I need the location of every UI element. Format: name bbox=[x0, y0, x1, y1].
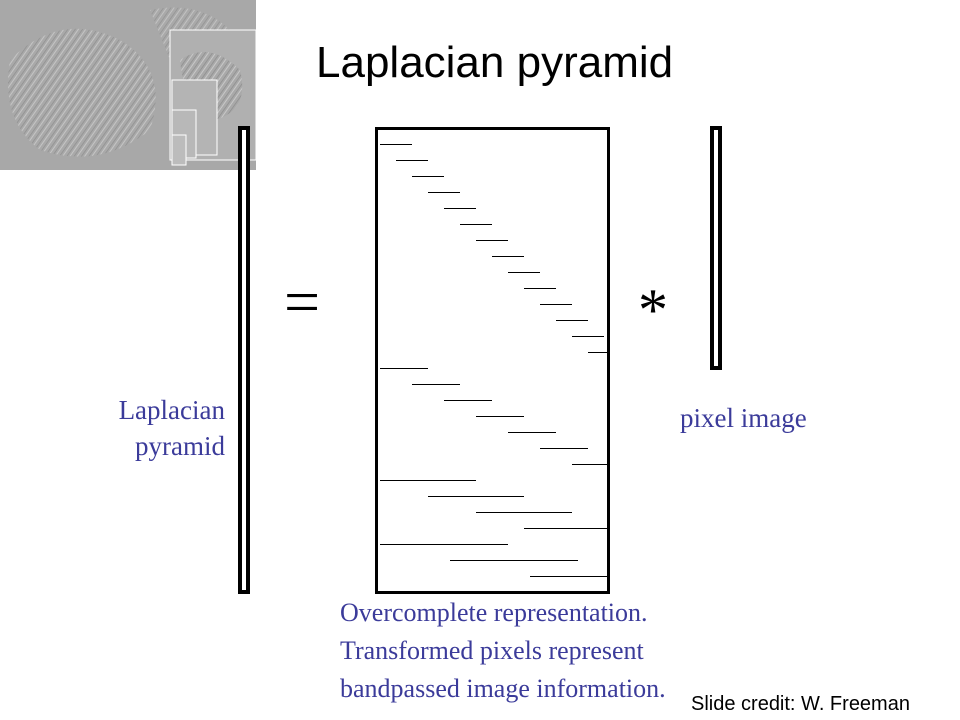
laplacian-pyramid-vector bbox=[238, 126, 250, 594]
matrix-filter-row bbox=[556, 320, 588, 321]
matrix-filter-row bbox=[476, 512, 572, 513]
matrix-filter-row bbox=[588, 352, 607, 353]
matrix-filter-row bbox=[412, 176, 444, 177]
thumbnail-layer bbox=[171, 134, 187, 166]
matrix-filter-row bbox=[428, 496, 524, 497]
matrix-filter-row bbox=[530, 576, 607, 577]
matrix-filter-row bbox=[412, 384, 460, 385]
matrix-filter-row bbox=[508, 432, 556, 433]
slide-credit: Slide credit: W. Freeman bbox=[691, 693, 910, 715]
matrix-filter-row bbox=[380, 144, 412, 145]
slide-title: Laplacian pyramid bbox=[316, 38, 674, 87]
caption-line: Transformed pixels represent bbox=[340, 636, 644, 665]
caption-line: Overcomplete representation. bbox=[340, 598, 648, 627]
pixel-image-label: pixel image bbox=[680, 403, 807, 433]
matrix-filter-row bbox=[572, 336, 604, 337]
matrix-filter-row bbox=[380, 480, 476, 481]
caption-line: bandpassed image information. bbox=[340, 674, 666, 703]
matrix-filter-row bbox=[396, 160, 428, 161]
pixel-image-vector bbox=[710, 126, 722, 370]
matrix-filter-row bbox=[380, 368, 428, 369]
matrix-filter-row bbox=[444, 208, 476, 209]
transform-matrix bbox=[375, 127, 610, 594]
matrix-filter-row bbox=[444, 400, 492, 401]
matrix-filter-row bbox=[428, 192, 460, 193]
caption: Overcomplete representation. Transformed… bbox=[340, 594, 666, 708]
matrix-filter-row bbox=[524, 528, 607, 529]
multiply-sign: * bbox=[638, 277, 668, 343]
matrix-filter-row bbox=[460, 224, 492, 225]
label-line: Laplacian bbox=[118, 395, 225, 425]
pyramid-thumbnail-stack bbox=[0, 0, 257, 170]
label-line: pyramid bbox=[135, 431, 225, 461]
laplacian-pyramid-label: Laplacian pyramid bbox=[80, 392, 225, 464]
matrix-filter-row bbox=[508, 272, 540, 273]
equals-sign: = bbox=[284, 266, 321, 337]
matrix-filter-row bbox=[492, 256, 524, 257]
matrix-filter-row bbox=[450, 560, 578, 561]
matrix-filter-row bbox=[380, 544, 508, 545]
matrix-filter-row bbox=[524, 288, 556, 289]
matrix-filter-row bbox=[540, 304, 572, 305]
matrix-filter-row bbox=[476, 416, 524, 417]
matrix-filter-row bbox=[476, 240, 508, 241]
matrix-filter-row bbox=[540, 448, 588, 449]
matrix-filter-row bbox=[572, 464, 607, 465]
